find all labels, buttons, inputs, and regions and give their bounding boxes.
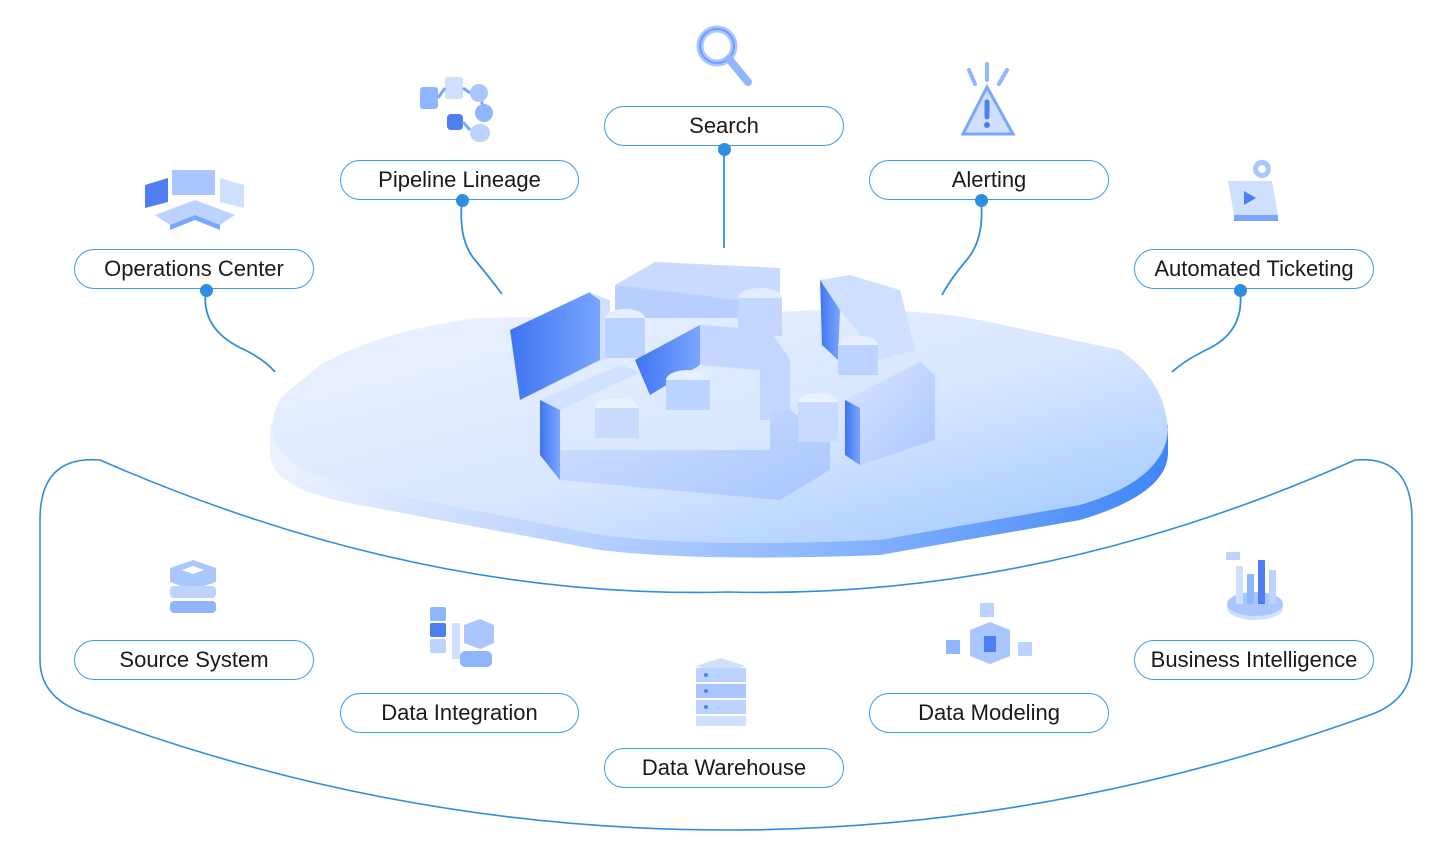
operations-center-text: Operations Center — [104, 256, 284, 281]
data-warehouse-icon — [696, 658, 746, 726]
source-system-text: Source System — [119, 647, 269, 672]
automated-ticketing-label: Automated Ticketing — [1134, 249, 1374, 289]
platform — [272, 309, 1168, 544]
automated-ticketing-connector-dot — [1233, 283, 1247, 297]
data-modeling-label: Data Modeling — [869, 693, 1109, 733]
alerting-label: Alerting — [869, 160, 1109, 200]
alerting-connector-dot — [974, 193, 988, 207]
connector-automated-ticketing — [1171, 289, 1242, 373]
search-text: Search — [689, 113, 759, 138]
operations-center-icon — [145, 170, 244, 230]
business-intelligence-text: Business Intelligence — [1150, 647, 1358, 672]
pipeline-lineage-icon — [420, 77, 493, 142]
search-icon — [696, 25, 752, 86]
automated-ticketing-text: Automated Ticketing — [1154, 256, 1354, 281]
stack-loop-outline — [39, 458, 1413, 831]
business-intelligence-icon — [1226, 552, 1283, 620]
search-label: Search — [604, 106, 844, 146]
pipeline-lineage-label: Pipeline Lineage — [340, 160, 579, 200]
connector-alerting — [941, 199, 983, 296]
data-warehouse-text: Data Warehouse — [641, 755, 807, 780]
data-integration-label: Data Integration — [340, 693, 579, 733]
connector-operations-center — [204, 289, 276, 373]
operations-center-label: Operations Center — [74, 249, 314, 289]
pipeline-lineage-text: Pipeline Lineage — [378, 167, 541, 192]
alerting-icon — [960, 62, 1016, 136]
center-logo — [510, 262, 935, 500]
source-system-label: Source System — [74, 640, 314, 680]
source-system-icon — [170, 560, 216, 613]
connector-pipeline-lineage — [460, 199, 503, 295]
operations-center-connector-dot — [199, 283, 213, 297]
data-integration-text: Data Integration — [381, 700, 538, 725]
data-modeling-text: Data Modeling — [918, 700, 1060, 725]
business-intelligence-label: Business Intelligence — [1134, 640, 1374, 680]
data-modeling-icon — [946, 603, 1032, 664]
alerting-text: Alerting — [951, 167, 1027, 192]
data-integration-icon — [430, 607, 494, 667]
pipeline-lineage-connector-dot — [455, 193, 469, 207]
search-connector-dot — [717, 142, 731, 156]
automated-ticketing-icon — [1228, 160, 1278, 221]
data-warehouse-label: Data Warehouse — [604, 748, 844, 788]
